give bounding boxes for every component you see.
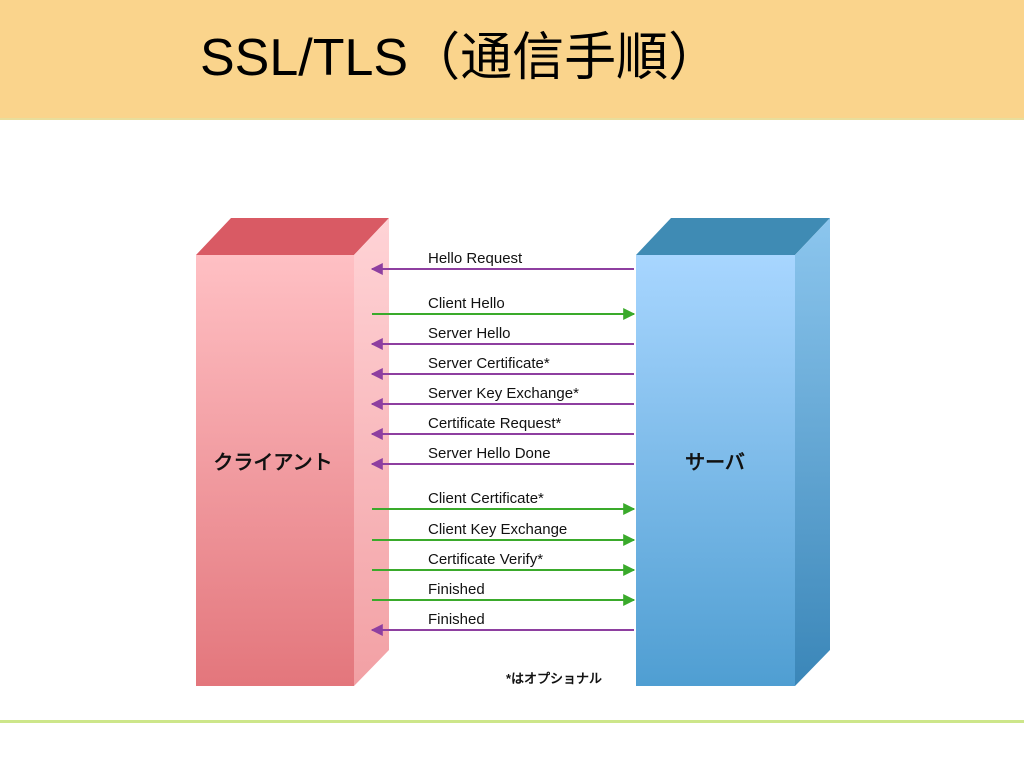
- server-label: サーバ: [685, 451, 745, 474]
- client-box-top: [196, 218, 389, 255]
- message-row: Client Certificate*: [372, 490, 636, 515]
- message-label: Certificate Request*: [428, 415, 562, 432]
- message-row: Client Hello: [372, 295, 636, 320]
- server-box-top: [636, 218, 830, 255]
- message-label: Certificate Verify*: [428, 551, 543, 568]
- message-label: Finished: [428, 611, 485, 628]
- slide-header: SSL/TLS（通信手順）: [0, 0, 1024, 120]
- client-box-side: [354, 218, 389, 686]
- message-row: Certificate Request*: [370, 415, 634, 440]
- message-row: Finished: [372, 581, 636, 606]
- server-box-front: [636, 255, 795, 686]
- message-label: Client Certificate*: [428, 490, 544, 507]
- message-row: Server Hello Done: [370, 445, 634, 470]
- message-row: Server Certificate*: [370, 355, 634, 380]
- message-label: Hello Request: [428, 250, 523, 267]
- client-box: クライアント: [196, 218, 389, 686]
- message-label: Server Key Exchange*: [428, 385, 579, 402]
- message-label: Server Hello Done: [428, 445, 551, 462]
- optional-note: *はオプショナル: [506, 671, 602, 686]
- footer-divider: [0, 720, 1024, 723]
- message-label: Client Key Exchange: [428, 521, 567, 538]
- client-box-front: [196, 255, 354, 686]
- message-row: Server Hello: [370, 325, 634, 350]
- slide-title: SSL/TLS（通信手順）: [200, 29, 721, 87]
- server-box-side: [795, 218, 830, 686]
- message-label: Server Hello: [428, 325, 511, 342]
- message-label: Server Certificate*: [428, 355, 550, 372]
- server-box: サーバ: [636, 218, 830, 686]
- message-row: Hello Request: [370, 250, 634, 275]
- message-row: Client Key Exchange: [372, 521, 636, 546]
- message-label: Client Hello: [428, 295, 505, 312]
- message-label: Finished: [428, 581, 485, 598]
- message-row: Server Key Exchange*: [370, 385, 634, 410]
- message-row: Finished: [370, 611, 634, 636]
- message-row: Certificate Verify*: [372, 551, 636, 576]
- client-label: クライアント: [213, 451, 332, 474]
